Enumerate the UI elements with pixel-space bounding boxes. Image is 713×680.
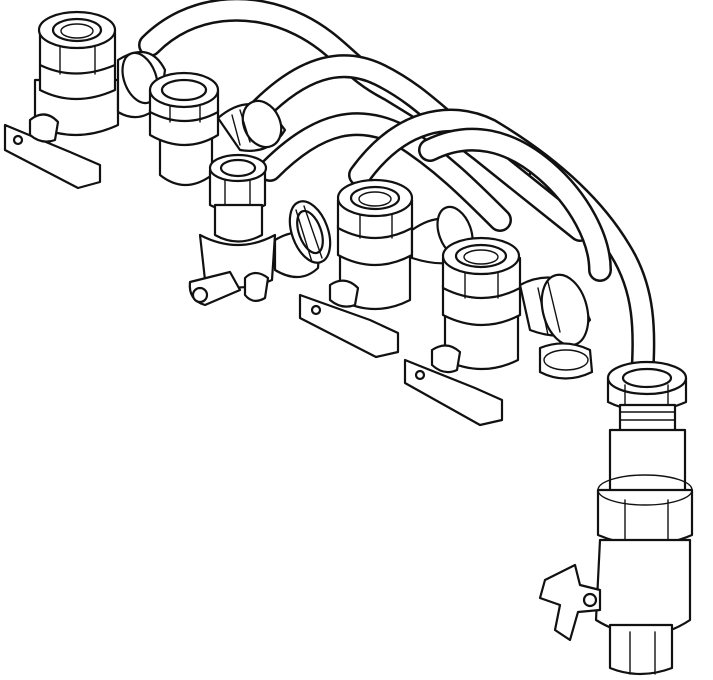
outlet-butterfly-handle [538,563,602,642]
outlet-tube [608,428,687,499]
union-fitting-center [288,200,332,264]
valve-4-lever-hole [414,369,426,381]
outlet-assembly [538,360,694,676]
outlet-valve-body [594,538,692,636]
valve-3-lever-hole [310,304,322,316]
outlet-hex-union [596,488,694,547]
valve-4-lever-handle [403,358,504,427]
ball-valve-2 [148,71,287,187]
valve-1-lever-hole [12,134,24,146]
pipe-group [138,0,656,392]
valve-1-lever-handle [3,123,102,190]
drain-valve [188,153,322,307]
ball-valve-1 [3,10,167,190]
outlet-bottom-nut [608,623,674,676]
valve-3-lever-handle [298,293,400,359]
ball-valve-3 [298,178,474,359]
valve-1-nut [38,63,117,100]
ball-valve-4 [403,236,594,427]
pipe-5 [418,127,612,282]
